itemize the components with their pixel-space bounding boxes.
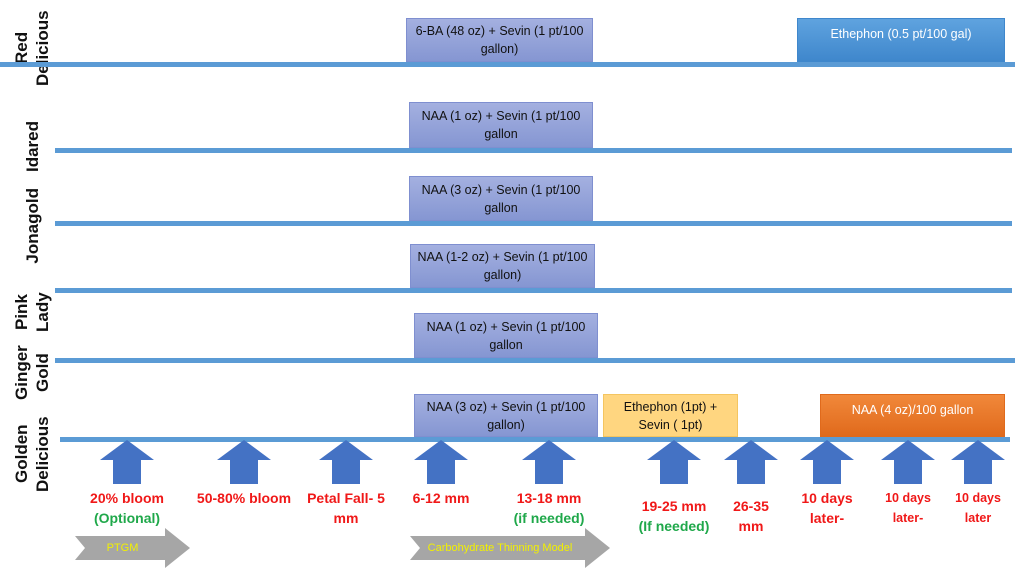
- stage-name: Petal Fall- 5 mm: [307, 490, 385, 526]
- stage-arrow-icon: [881, 440, 935, 484]
- stage-name: 26-35 mm: [733, 498, 769, 534]
- treatment-box: NAA (1-2 oz) + Sevin (1 pt/100 gallon): [410, 244, 595, 288]
- stage-arrow-icon: [951, 440, 1005, 484]
- stage-arrow-icon: [800, 440, 854, 484]
- stage-arrow-icon: [724, 440, 778, 484]
- treatment-box: Ethephon (0.5 pt/100 gal): [797, 18, 1005, 62]
- timeline-golden-delicious: [60, 437, 1010, 442]
- stage-arrow-icon: [319, 440, 373, 484]
- row-label-ginger-gold-wrap: Ginger Gold: [8, 342, 56, 404]
- stage-label: 20% bloom (Optional): [72, 488, 182, 528]
- row-label-jonagold-wrap: Jonagold: [8, 184, 56, 268]
- stage-arrow-icon: [100, 440, 154, 484]
- stage-name: 20% bloom: [90, 490, 164, 506]
- treatment-box: NAA (1 oz) + Sevin (1 pt/100 gallon: [409, 102, 593, 148]
- treatment-box: Ethephon (1pt) + Sevin ( 1pt): [603, 394, 738, 437]
- row-label-idared-wrap: Idared: [8, 110, 56, 184]
- stage-name: 10 days later-: [801, 490, 853, 526]
- stage-name: 10 days later-: [885, 491, 931, 525]
- treatment-box: 6-BA (48 oz) + Sevin (1 pt/100 gallon): [406, 18, 593, 62]
- stage-arrow-icon: [217, 440, 271, 484]
- stage-name: 10 days later: [955, 491, 1001, 525]
- stage-label: 19-25 mm (If needed): [626, 496, 722, 536]
- stage-note: (if needed): [513, 510, 585, 526]
- ptgm-arrow: PTGM: [75, 528, 190, 568]
- stage-note: (Optional): [93, 510, 161, 526]
- treatment-box: NAA (3 oz) + Sevin (1 pt/100 gallon: [409, 176, 593, 221]
- carbohydrate-model-arrow: Carbohydrate Thinning Model: [410, 528, 610, 568]
- stage-name: 50-80% bloom: [196, 490, 292, 506]
- ptgm-label: PTGM: [106, 542, 139, 554]
- timeline-jonagold: [55, 221, 1012, 226]
- row-label-pink-lady-wrap: Pink Lady: [8, 286, 56, 338]
- stage-label: 6-12 mm: [391, 488, 491, 508]
- timeline-ginger-gold: [55, 358, 1015, 363]
- treatment-box: NAA (3 oz) + Sevin (1 pt/100 gallon): [414, 394, 598, 437]
- row-label-red-delicious-wrap: Red Delicious: [8, 0, 56, 96]
- row-label-golden-delicious: Golden Delicious: [12, 416, 52, 492]
- stage-arrow-icon: [414, 440, 468, 484]
- stage-label: 10 days later-: [794, 488, 860, 528]
- stage-name: 13-18 mm: [516, 490, 582, 506]
- stage-name: 6-12 mm: [412, 490, 470, 506]
- carbohydrate-model-label: Carbohydrate Thinning Model: [427, 542, 573, 554]
- stage-label: 10 days later-: [877, 488, 939, 528]
- timeline-red-delicious: [0, 62, 1015, 67]
- row-label-jonagold: Jonagold: [22, 188, 42, 264]
- row-label-pink-lady: Pink Lady: [12, 292, 52, 332]
- stage-arrow-icon: [522, 440, 576, 484]
- row-label-ginger-gold: Ginger Gold: [12, 345, 52, 401]
- row-label-golden-delicious-wrap: Golden Delicious: [8, 408, 56, 500]
- stage-label: 26-35 mm: [725, 496, 777, 536]
- timeline-pink-lady: [55, 288, 1012, 293]
- stage-label: 50-80% bloom: [194, 488, 294, 508]
- stage-name: 19-25 mm: [641, 498, 707, 514]
- stage-note: (If needed): [638, 518, 710, 534]
- stage-label: Petal Fall- 5 mm: [296, 488, 396, 528]
- stage-label: 10 days later: [947, 488, 1009, 528]
- timeline-idared: [55, 148, 1012, 153]
- row-label-idared: Idared: [22, 121, 42, 173]
- stage-label: 13-18 mm (if needed): [497, 488, 601, 528]
- stage-arrow-icon: [647, 440, 701, 484]
- row-label-red-delicious: Red Delicious: [12, 10, 52, 86]
- treatment-box: NAA (1 oz) + Sevin (1 pt/100 gallon: [414, 313, 598, 358]
- treatment-box: NAA (4 oz)/100 gallon: [820, 394, 1005, 437]
